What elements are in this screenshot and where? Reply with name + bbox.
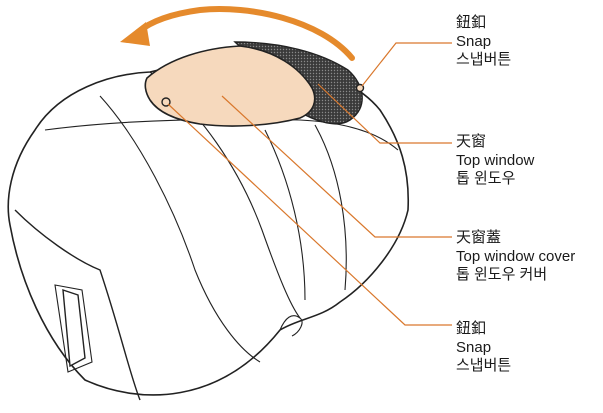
leader-line-top-window-cover <box>221 95 452 238</box>
callout-top-window: 天窗 Top window 톱 윈도우 <box>456 133 534 189</box>
curved-arrow-left-head <box>120 22 150 46</box>
leader-line-snap-top <box>361 42 452 87</box>
callout-label-ko: 톱 윈도우 커버 <box>456 266 548 283</box>
callout-label-zh: 天窗蓋 <box>456 229 502 246</box>
callout-label-ko: 톱 윈도우 <box>456 170 516 187</box>
callout-label-zh: 鈕釦 <box>456 320 487 337</box>
canopy-seam-4 <box>314 124 347 291</box>
callout-label-en: Snap <box>456 32 492 50</box>
callout-top-window-cover: 天窗蓋 Top window cover 톱 윈도우 커버 <box>456 229 575 285</box>
snap-button-icon <box>355 83 365 93</box>
leader-line-top-window <box>317 83 452 144</box>
canopy-seam-3 <box>264 129 306 301</box>
canopy-hem <box>279 315 303 337</box>
callout-snap-top: 鈕釦 Snap 스냅버튼 <box>456 14 511 70</box>
callout-label-zh: 天窗 <box>456 133 487 150</box>
side-window-opening <box>62 288 86 368</box>
canopy-side-panel <box>14 209 141 401</box>
callout-label-en: Top window <box>456 151 535 169</box>
callout-label-en: Top window cover <box>456 247 576 265</box>
leader-line-snap-bottom <box>167 103 452 326</box>
top-window-cover <box>144 45 316 127</box>
side-window-frame <box>54 284 93 373</box>
callout-label-en: Snap <box>456 338 492 356</box>
callout-label-zh: 鈕釦 <box>456 14 487 31</box>
curved-arrow-left-icon <box>135 6 355 61</box>
canopy-seam-1 <box>99 95 261 363</box>
callout-snap-bottom: 鈕釦 Snap 스냅버튼 <box>456 320 511 376</box>
callout-label-ko: 스냅버튼 <box>456 357 512 374</box>
callout-label-ko: 스냅버튼 <box>456 51 512 68</box>
